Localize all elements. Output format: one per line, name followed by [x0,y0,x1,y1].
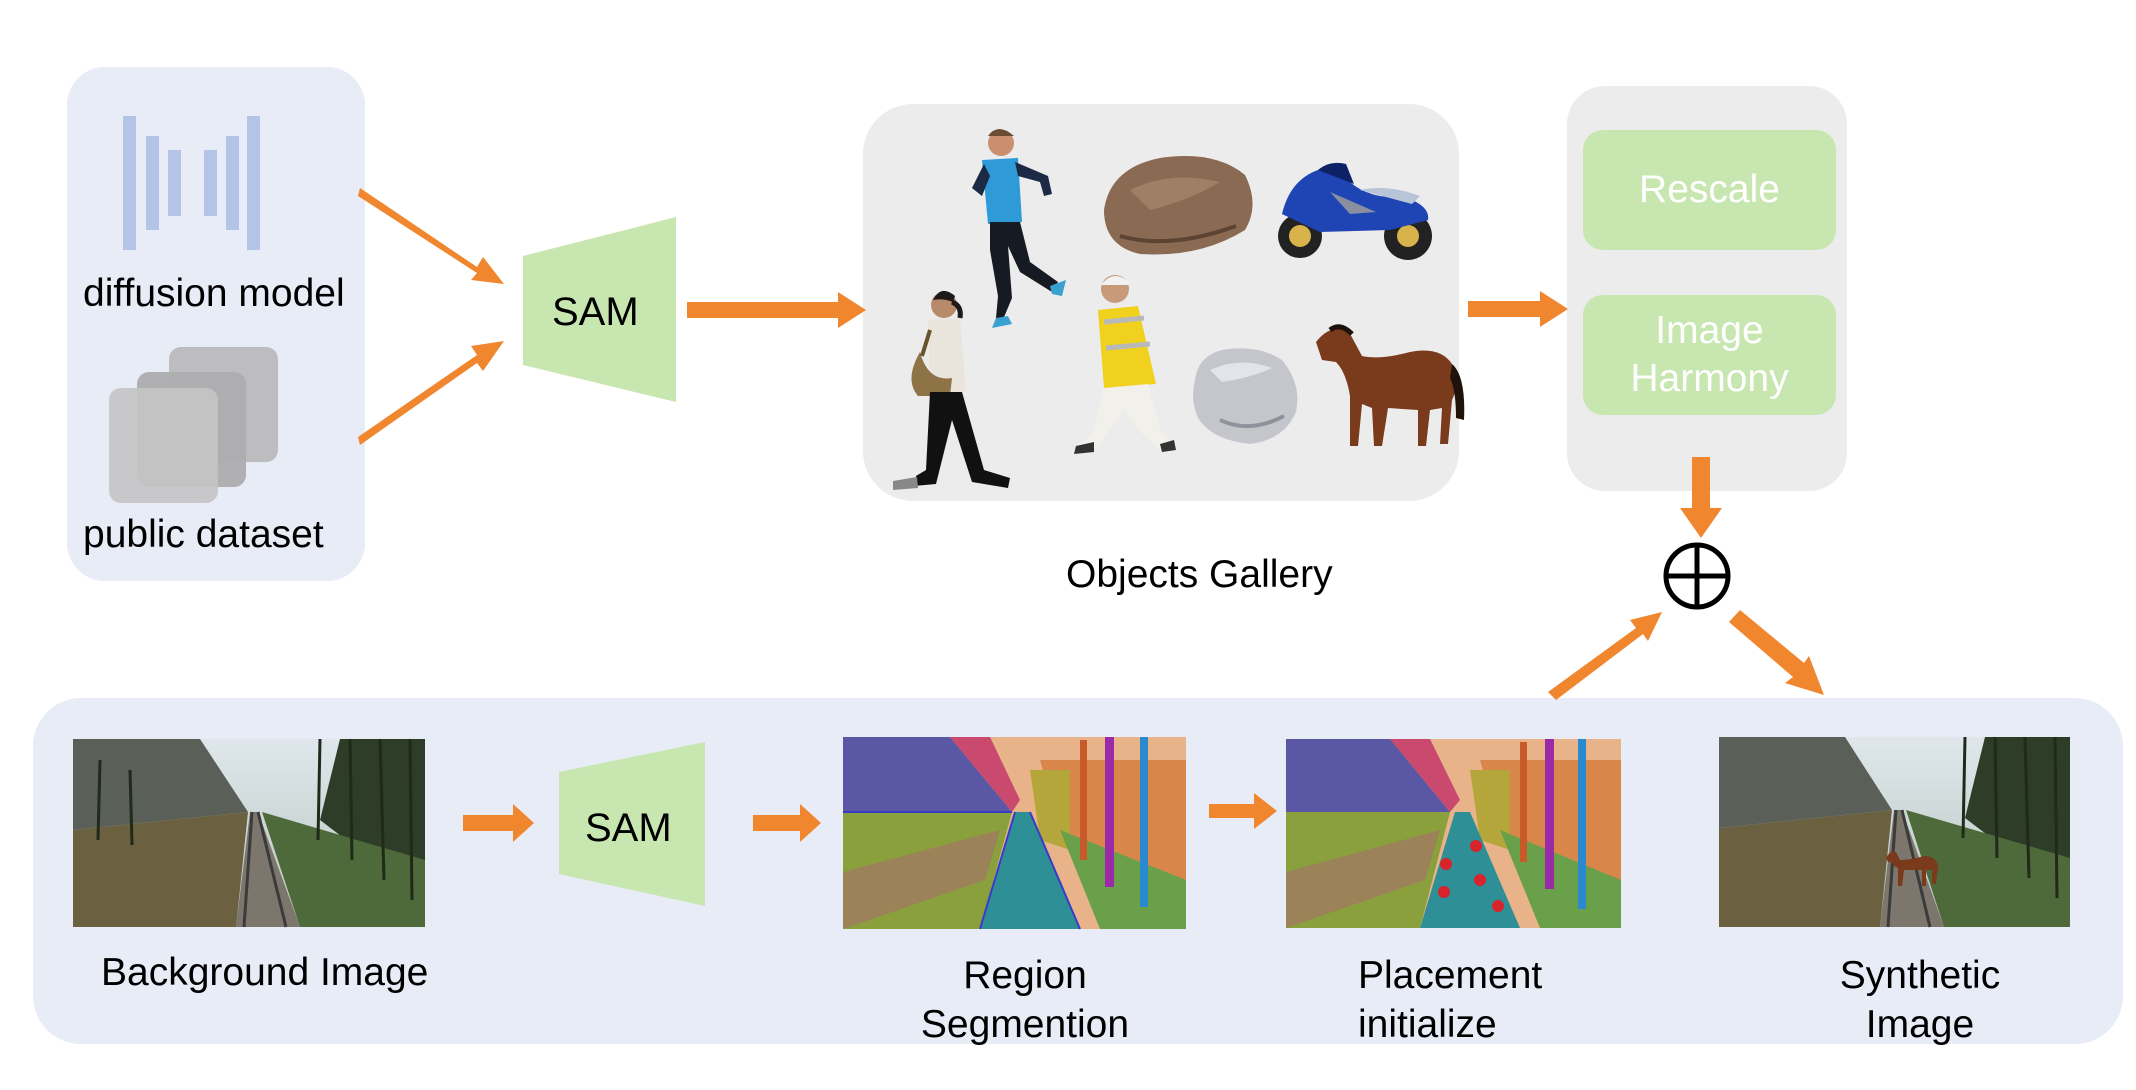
placement-initialize-label: Placement initialize [1358,951,1542,1049]
synthetic-label-line2: Image [1865,1003,1975,1046]
gray-rock-object [1193,348,1298,444]
sam-bottom-shape [559,742,705,906]
public-dataset-label: public dataset [83,513,324,556]
region-segmentation-image [843,737,1186,930]
arrow-sam-to-region [753,804,821,842]
arrow-bg-to-sam [463,804,534,842]
composite-oplus-icon [1663,542,1731,610]
image-harmony-op: Image Harmony [1583,295,1836,415]
arrow-composite-to-synthetic [1729,610,1824,695]
walking-woman-object [893,290,1010,490]
arrow-dataset-to-sam [358,341,504,445]
rescale-op: Rescale [1583,130,1836,250]
synthetic-image [1719,736,2070,928]
brown-rock-object [1104,156,1253,255]
rescale-label: Rescale [1639,168,1780,212]
sam-top-shape [523,217,676,402]
region-label-line2: Segmention [920,1003,1130,1046]
placed-horse-icon [1886,851,1938,886]
placement-initialize-image [1286,739,1621,928]
background-image-label: Background Image [101,951,429,994]
synthetic-label-line1: Synthetic [1839,954,2001,997]
region-label-line1: Region [963,954,1087,997]
arrow-gallery-to-ops [1468,291,1568,327]
harmony-label-line1: Image [1655,309,1764,353]
harmony-label-line2: Harmony [1630,357,1789,400]
synthetic-image-label: Synthetic Image [1800,951,2040,1049]
dataset-stack-icon [109,347,278,503]
background-image [73,738,425,928]
arrow-diffusion-to-sam [358,188,504,284]
worker-object [1074,275,1176,454]
diffusion-model-icon [123,116,260,250]
sam-top-label: SAM [552,290,639,334]
diffusion-model-label: diffusion model [83,272,345,315]
motorcycle-object [1278,162,1432,260]
region-segmentation-label: Region Segmention [900,951,1150,1049]
placement-label-line1: Placement [1358,954,1543,997]
objects-gallery-caption: Objects Gallery [1066,553,1333,596]
arrow-placement-to-composite [1548,612,1662,700]
placement-label-line2: initialize [1358,1003,1497,1046]
sam-bottom-label: SAM [585,806,672,850]
horse-object [1316,324,1465,446]
arrow-region-to-placement [1209,793,1277,829]
arrow-ops-to-composite [1680,457,1722,538]
arrow-sam-to-gallery [687,292,866,328]
runner-object [972,129,1066,328]
